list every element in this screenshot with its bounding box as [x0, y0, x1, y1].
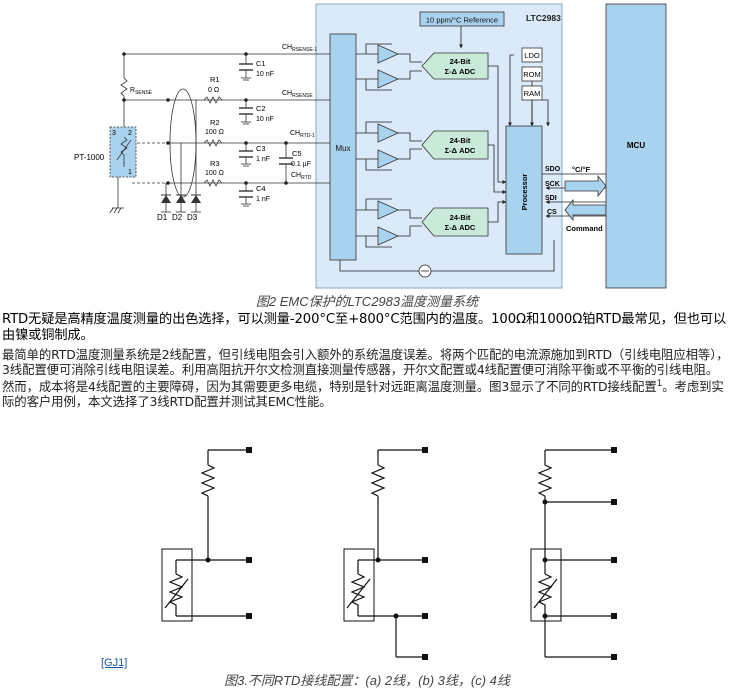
svg-text:1 nF: 1 nF — [256, 156, 270, 163]
rom-box — [521, 66, 543, 82]
terminal — [611, 447, 617, 453]
svg-text:CS: CS — [547, 209, 557, 216]
terminal — [246, 557, 252, 563]
mux-label: Mux — [335, 144, 350, 153]
rtd-box-a — [161, 548, 193, 622]
svg-text:C4: C4 — [256, 184, 266, 193]
terminal — [246, 613, 252, 619]
svg-text:LDO: LDO — [524, 51, 540, 60]
svg-text:2: 2 — [128, 130, 132, 137]
svg-text:R1: R1 — [210, 75, 220, 84]
mcu-block — [605, 3, 667, 289]
svg-text:Command: Command — [566, 224, 603, 233]
ldo-box — [521, 47, 543, 63]
svg-text:0 Ω: 0 Ω — [208, 87, 219, 94]
processor-label: Processor — [520, 174, 529, 211]
terminal — [611, 557, 617, 563]
svg-text:CHRSENSE: CHRSENSE — [282, 90, 313, 99]
svg-text:R3: R3 — [210, 159, 220, 168]
diode-d2 — [176, 194, 186, 203]
svg-text:0.1 µF: 0.1 µF — [291, 161, 311, 168]
svg-text:D2: D2 — [172, 213, 183, 222]
gj1-note-link[interactable]: [GJ1] — [101, 657, 128, 669]
svg-text:CHRSENSE-1: CHRSENSE-1 — [282, 44, 317, 53]
mux-block — [329, 33, 357, 261]
terminal — [611, 499, 617, 505]
reference-box — [419, 11, 505, 27]
terminal — [422, 447, 428, 453]
figure-2-schematic: LTC2983 10 ppm/°C Reference Mux 24-Bit Σ… — [74, 3, 667, 289]
svg-text:°C/°F: °C/°F — [572, 165, 590, 174]
svg-text:24-Bit: 24-Bit — [450, 213, 471, 222]
diode-d1 — [161, 194, 171, 203]
terminal — [246, 447, 252, 453]
rtd-4wire-diagram — [533, 449, 613, 658]
svg-text:C1: C1 — [256, 59, 266, 68]
adc-block: 24-Bit Σ-Δ ADC — [421, 130, 489, 160]
ram-box — [521, 85, 543, 101]
svg-text:Σ-Δ ADC: Σ-Δ ADC — [445, 223, 476, 232]
svg-text:SDO: SDO — [545, 166, 561, 173]
svg-text:Σ-Δ ADC: Σ-Δ ADC — [445, 67, 476, 76]
reference-label: 10 ppm/°C Reference — [426, 16, 498, 25]
sensor-label: PT-1000 — [74, 153, 105, 162]
svg-text:100 Ω: 100 Ω — [205, 129, 224, 136]
svg-text:C3: C3 — [256, 144, 266, 153]
svg-text:C2: C2 — [256, 104, 266, 113]
rtd-3wire-diagram — [346, 449, 424, 658]
terminal — [422, 613, 428, 619]
svg-text:SCK: SCK — [545, 181, 560, 188]
processor-block — [505, 125, 543, 255]
svg-text:10 nF: 10 nF — [256, 116, 274, 123]
mcu-label: MCU — [627, 141, 645, 150]
svg-text:24-Bit: 24-Bit — [450, 136, 471, 145]
svg-text:1 nF: 1 nF — [256, 196, 270, 203]
svg-text:ROM: ROM — [523, 70, 541, 79]
diode-d3 — [191, 194, 201, 203]
chip-name: LTC2983 — [526, 13, 561, 23]
adc-block: 24-Bit Σ-Δ ADC — [421, 207, 489, 237]
svg-text:RSENSE: RSENSE — [130, 87, 153, 96]
rtd-2wire-diagram — [164, 449, 248, 617]
terminal — [611, 613, 617, 619]
terminal — [611, 654, 617, 660]
svg-text:3: 3 — [112, 130, 116, 137]
footnote-ref[interactable]: 1 — [656, 379, 663, 389]
svg-text:Σ-Δ ADC: Σ-Δ ADC — [445, 146, 476, 155]
paragraph-1: RTD无疑是高精度温度测量的出色选择，可以测量-200°C至+800°C范围内的… — [2, 312, 727, 343]
paragraph-2: 最简单的RTD温度测量系统是2线配置，但引线电阻会引入额外的系统温度误差。将两个… — [2, 347, 729, 410]
svg-text:R2: R2 — [210, 118, 220, 127]
rtd-box-c — [530, 548, 562, 622]
figure-3-rtd-wiring — [161, 447, 617, 660]
svg-text:24-Bit: 24-Bit — [450, 57, 471, 66]
svg-text:C5: C5 — [292, 149, 302, 158]
figure-2-caption: 图2 EMC保护的LTC2983温度测量系统 — [255, 294, 479, 309]
terminal — [422, 654, 428, 660]
rtd-box-b — [343, 548, 375, 622]
svg-text:D1: D1 — [157, 213, 168, 222]
svg-text:100 Ω: 100 Ω — [205, 170, 224, 177]
svg-text:10 nF: 10 nF — [256, 71, 274, 78]
terminal — [422, 557, 428, 563]
command-arrow — [564, 198, 607, 222]
adc-block: 24-Bit Σ-Δ ADC — [421, 52, 489, 80]
output-arrow — [564, 174, 607, 198]
svg-text:RAM: RAM — [524, 89, 541, 98]
svg-text:1: 1 — [128, 169, 132, 176]
svg-text:CHRTD: CHRTD — [291, 172, 312, 181]
svg-text:CHRTD-1: CHRTD-1 — [290, 130, 315, 139]
svg-text:SDI: SDI — [545, 195, 557, 202]
svg-text:D3: D3 — [187, 213, 198, 222]
figure-3-caption: 图3.不同RTD接线配置：(a) 2线，(b) 3线，(c) 4线 — [224, 673, 510, 688]
